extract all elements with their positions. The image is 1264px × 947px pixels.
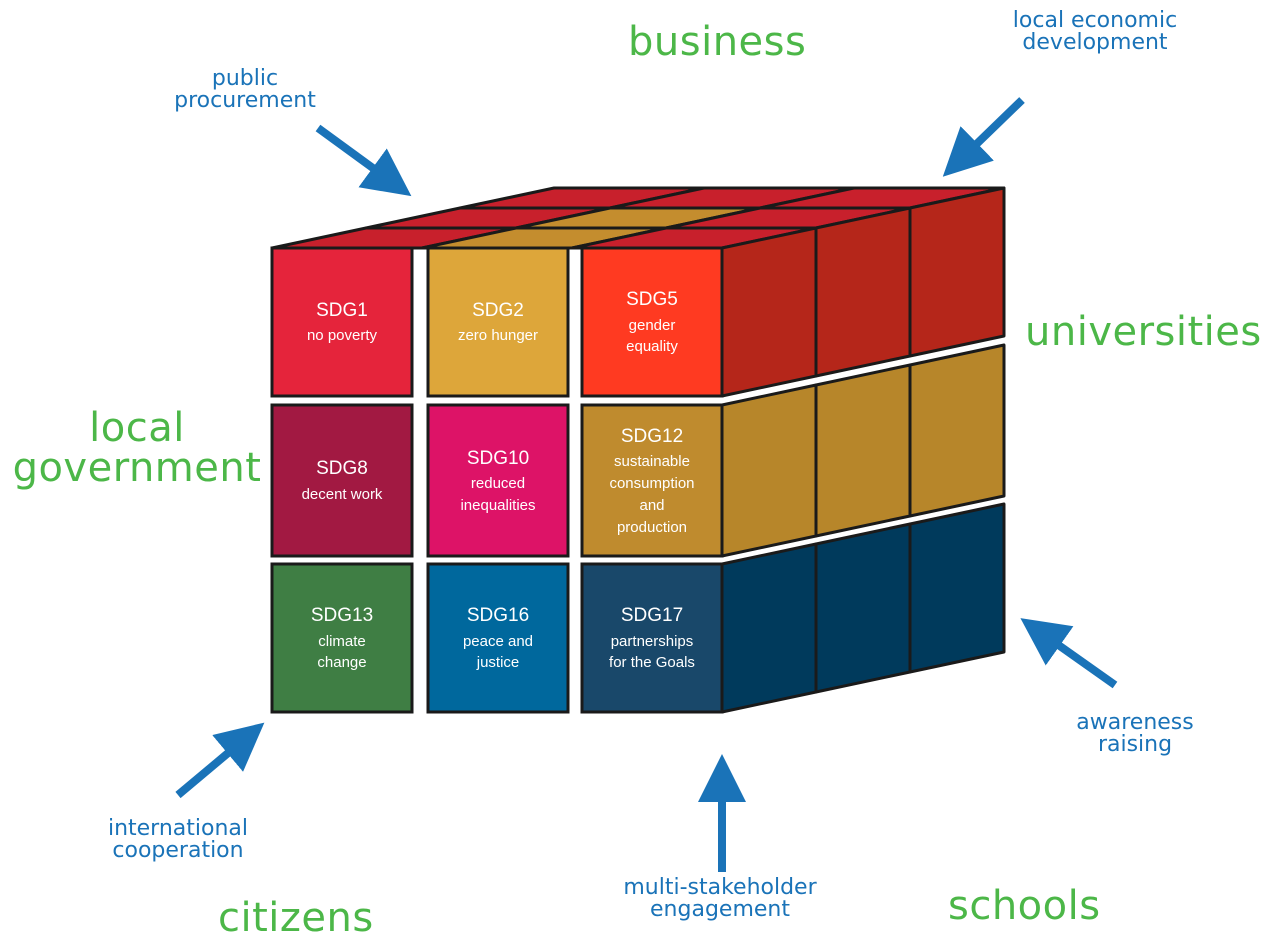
label-public-procurement-line2: procurement (174, 87, 316, 113)
label-multi-stakeholder-engagement-line2: engagement (650, 896, 790, 922)
arrow-icon (175, 722, 265, 799)
sdg-tile-sdg16 (426, 562, 570, 714)
label-public-procurement-line1: public (211, 66, 279, 91)
label-international-cooperation: international cooperation (78, 818, 278, 861)
sdg-caption-line: no poverty (306, 327, 378, 345)
sdg-tile-sdg5 (580, 246, 724, 398)
label-international-cooperation-line1: international (107, 816, 249, 841)
sdg-label-sdg10: SDG10 reduced inequalities (428, 405, 568, 556)
sdg-caption-line: sustainable (614, 453, 690, 471)
sdg-caption-line: partnerships (610, 632, 694, 650)
label-universities: universities (1025, 309, 1262, 355)
label-public-procurement: public procurement (155, 68, 335, 111)
sdg-caption-line: climate (318, 632, 366, 650)
arrow-icon (315, 124, 412, 197)
arrow-icon (942, 97, 1025, 177)
sdg-code: SDG8 (316, 458, 368, 480)
label-citizens: citizens (218, 895, 374, 941)
sdg-tile-sdg2 (426, 246, 570, 398)
sdg-label-sdg12: SDG12 sustainable consumption and production (582, 405, 722, 556)
label-local-economic-development: local economic development (985, 10, 1205, 53)
sdg-caption-line: gender (628, 316, 676, 334)
label-local-government-line1: local (89, 405, 185, 451)
sdg-caption-line: production (616, 518, 688, 536)
label-international-cooperation-line2: cooperation (112, 837, 244, 863)
sdg-caption-line: reduced (470, 475, 526, 492)
sdg-tile-sdg12 (580, 403, 724, 558)
cube-front-face (270, 246, 724, 714)
sdg-tile-sdg8 (270, 403, 414, 558)
cube-side-cell (908, 343, 1006, 518)
sdg-tile-sdg17 (580, 562, 724, 714)
sdg-code: SDG1 (316, 299, 368, 321)
label-local-economic-development-line1: local economic (1012, 8, 1178, 33)
sdg-code: SDG17 (620, 605, 684, 626)
label-local-government: local government (12, 408, 262, 488)
label-schools: schools (948, 883, 1101, 929)
sdg-caption-line: peace and (462, 632, 534, 650)
sdg-code: SDG2 (472, 299, 524, 321)
sdg-label-sdg8: SDG8 decent work (272, 405, 412, 556)
sdg-tile-sdg13 (270, 562, 414, 714)
sdg-code: SDG13 (310, 605, 374, 626)
cube-right-side (720, 186, 1006, 714)
sdg-caption-line: decent work (301, 485, 383, 503)
label-awareness-raising: awareness raising (1060, 712, 1210, 755)
sdg-caption-line: equality (626, 338, 678, 356)
sdg-caption-line: for the Goals (609, 654, 695, 672)
sdg-label-sdg5: SDG5 gender equality (582, 248, 722, 396)
sdg-label-sdg13: SDG13 climate change (272, 564, 412, 712)
sdg-code: SDG10 (466, 447, 530, 469)
sdg-tile-sdg1 (270, 246, 414, 398)
sdg-label-sdg16: SDG16 peace and justice (428, 564, 568, 712)
cube-side-cell (908, 186, 1006, 358)
sdg-caption-line: justice (476, 654, 520, 672)
label-local-government-line2: government (12, 445, 262, 491)
sdg-code: SDG16 (466, 605, 530, 626)
sdg-caption-line: inequalities (460, 496, 536, 514)
sdg-code: SDG5 (626, 289, 678, 310)
sdg-caption-line: zero hunger (457, 327, 539, 345)
label-multi-stakeholder-engagement: multi-stakeholder engagement (595, 877, 845, 920)
arrow-icon (1020, 618, 1118, 689)
sdg-label-sdg2: SDG2 zero hunger (428, 248, 568, 396)
sdg-caption-line: change (317, 654, 367, 672)
sdg-caption-line: consumption (609, 475, 695, 492)
label-multi-stakeholder-engagement-line1: multi-stakeholder (623, 875, 817, 900)
label-awareness-raising-line1: awareness (1076, 710, 1194, 735)
sdg-tile-sdg10 (426, 403, 570, 558)
label-awareness-raising-line2: raising (1097, 731, 1173, 757)
sdg-label-sdg1: SDG1 no poverty (272, 248, 412, 396)
sdg-label-sdg17: SDG17 partnerships for the Goals (582, 564, 722, 712)
label-local-economic-development-line2: development (1022, 29, 1168, 55)
sdg-caption-line: and (639, 496, 665, 514)
cube-side-cell (908, 502, 1006, 674)
sdg-code: SDG12 (620, 425, 684, 447)
label-business: business (628, 19, 807, 65)
